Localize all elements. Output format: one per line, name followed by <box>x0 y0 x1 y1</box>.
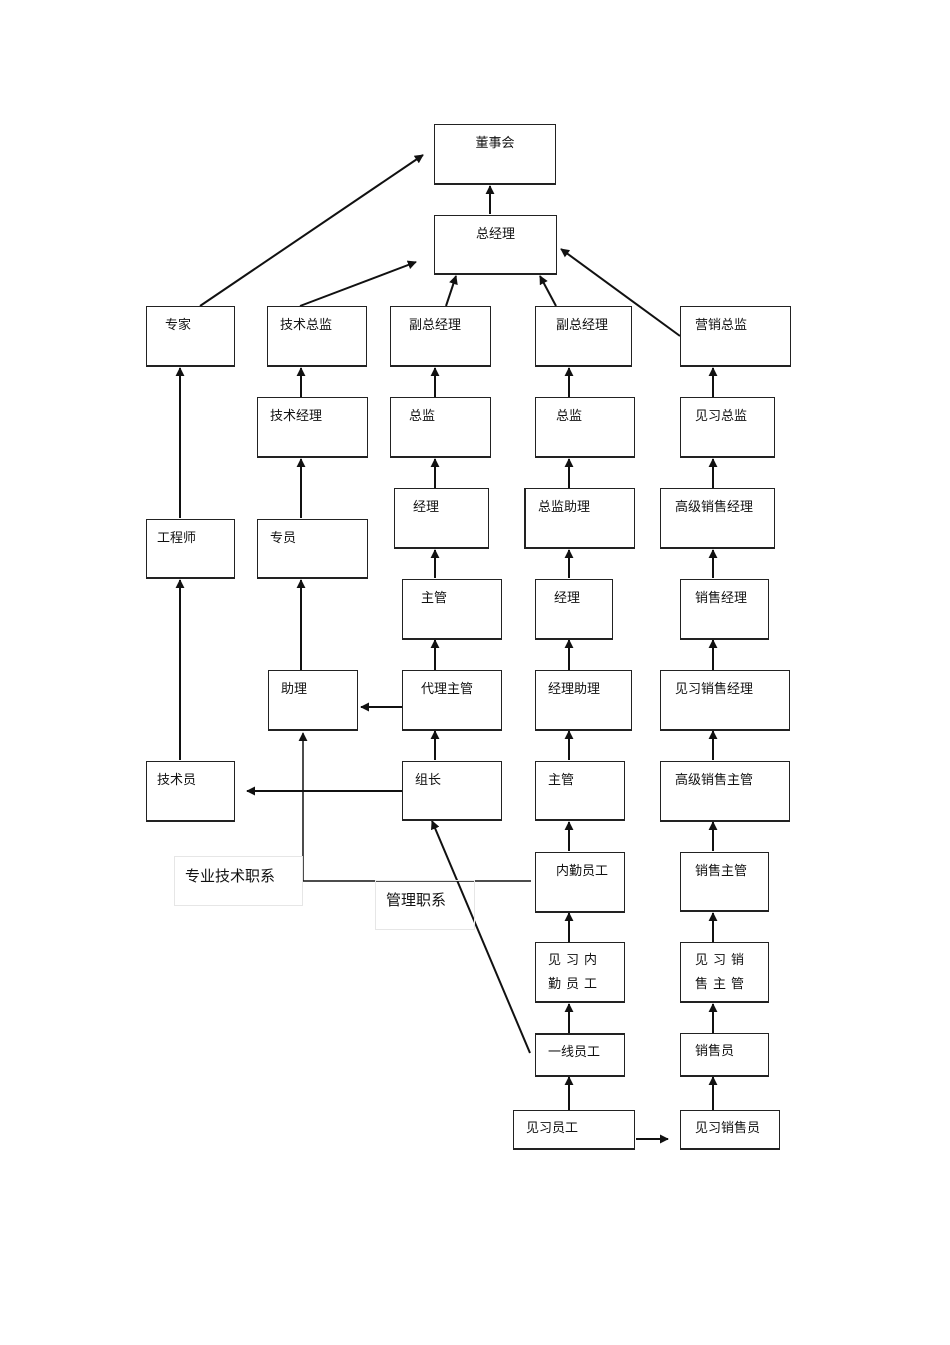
node-salesperson: 销售员 <box>680 1033 769 1077</box>
node-expert: 专家 <box>146 306 235 367</box>
node-tech-manager: 技术经理 <box>257 397 368 458</box>
node-vice-gm-b: 副总经理 <box>535 306 632 367</box>
arrow-vgmb-to-gm <box>539 275 557 307</box>
node-supervisor-a: 主管 <box>402 579 502 640</box>
node-senior-sales-supervisor: 高级销售主管 <box>660 761 790 822</box>
node-director-assistant: 总监助理 <box>524 488 635 549</box>
node-trainee-office-staff: 见习内勤员工 <box>535 942 625 1003</box>
node-trainee-sales-supervisor: 见习销售主管 <box>680 942 769 1003</box>
node-general-manager: 总经理 <box>434 215 557 275</box>
node-tech-director: 技术总监 <box>267 306 367 367</box>
node-senior-sales-manager: 高级销售经理 <box>660 488 775 549</box>
node-board: 董事会 <box>434 124 556 185</box>
arrow-vgma-to-gm <box>445 275 458 307</box>
node-trainee-staff: 见习员工 <box>513 1110 635 1150</box>
node-sales-supervisor: 销售主管 <box>680 852 769 912</box>
node-trainee-director: 见习总监 <box>680 397 775 458</box>
node-technician: 技术员 <box>146 761 235 822</box>
node-sales-manager: 销售经理 <box>680 579 769 640</box>
node-sales-director: 营销总监 <box>680 306 791 367</box>
node-director-a: 总监 <box>390 397 491 458</box>
arrow-salesdirector-to-gm <box>560 248 681 337</box>
node-vice-gm-a: 副总经理 <box>390 306 491 367</box>
arrow-frontline-to-teamleader <box>431 820 531 1054</box>
node-specialist: 专员 <box>257 519 368 579</box>
node-manager-assistant: 经理助理 <box>535 670 632 731</box>
node-director-b: 总监 <box>535 397 635 458</box>
node-frontline-staff: 一线员工 <box>535 1033 625 1077</box>
node-manager-b: 经理 <box>535 579 613 640</box>
node-supervisor-b: 主管 <box>535 761 625 821</box>
caption-management-track: 管理职系 <box>375 880 475 930</box>
node-trainee-salesperson: 见习销售员 <box>680 1110 780 1150</box>
node-trainee-sales-manager: 见习销售经理 <box>660 670 790 731</box>
node-engineer: 工程师 <box>146 519 235 579</box>
node-manager-a: 经理 <box>394 488 489 549</box>
node-office-staff: 内勤员工 <box>535 852 625 913</box>
node-assistant: 助理 <box>268 670 358 731</box>
arrow-techdirector-to-gm <box>299 260 417 307</box>
caption-professional-track: 专业技术职系 <box>174 856 303 906</box>
arrow-office-to-assistant <box>298 732 531 882</box>
arrow-expert-to-board <box>199 154 424 307</box>
node-team-leader: 组长 <box>402 761 502 821</box>
node-acting-supervisor: 代理主管 <box>402 670 502 731</box>
